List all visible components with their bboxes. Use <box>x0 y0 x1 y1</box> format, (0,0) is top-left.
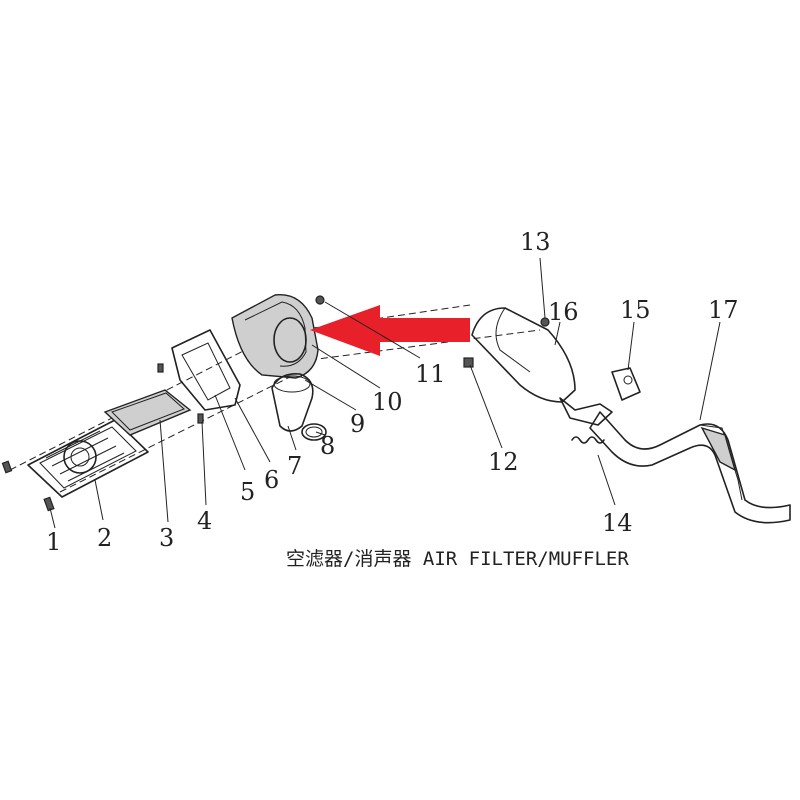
callout-8: 8 <box>320 432 335 460</box>
callout-14: 14 <box>602 509 633 537</box>
callout-2: 2 <box>97 524 112 552</box>
callout-17: 17 <box>708 296 739 324</box>
callout-11: 11 <box>415 360 446 388</box>
callout-5: 5 <box>240 478 255 506</box>
callout-12: 12 <box>488 448 519 476</box>
part-11-nut <box>315 295 325 305</box>
part-12-bolt <box>463 357 474 368</box>
part-17-header-pipe <box>589 411 791 524</box>
diagram-caption: 空滤器/消声器 AIR FILTER/MUFFLER <box>286 548 629 570</box>
part-14-spring <box>571 436 605 444</box>
part-9-hose <box>271 372 314 432</box>
callout-4: 4 <box>197 507 212 535</box>
callout-3: 3 <box>159 524 174 552</box>
callout-9: 9 <box>350 410 365 438</box>
part-3-filter-element <box>103 389 192 436</box>
callout-13: 13 <box>520 228 551 256</box>
callout-7: 7 <box>287 452 302 480</box>
callouts: 1 2 3 4 5 6 7 8 9 10 11 12 13 14 15 16 1 <box>46 228 739 556</box>
part-1-screw <box>1 460 55 512</box>
part-8-clamp <box>301 423 327 441</box>
part-4-screw <box>197 413 204 424</box>
callout-1: 1 <box>46 528 61 556</box>
part-10-intake-housing <box>231 294 319 379</box>
part-16-muffler <box>471 307 613 426</box>
part-2-filter-cover <box>27 419 149 498</box>
part-5-screw <box>157 363 164 373</box>
direction-arrow <box>310 305 470 356</box>
part-15-bracket <box>611 367 641 401</box>
callout-10: 10 <box>372 388 403 416</box>
callout-15: 15 <box>620 296 651 324</box>
callout-6: 6 <box>264 466 279 494</box>
part-6-air-box <box>171 329 241 411</box>
callout-16: 16 <box>548 298 579 326</box>
